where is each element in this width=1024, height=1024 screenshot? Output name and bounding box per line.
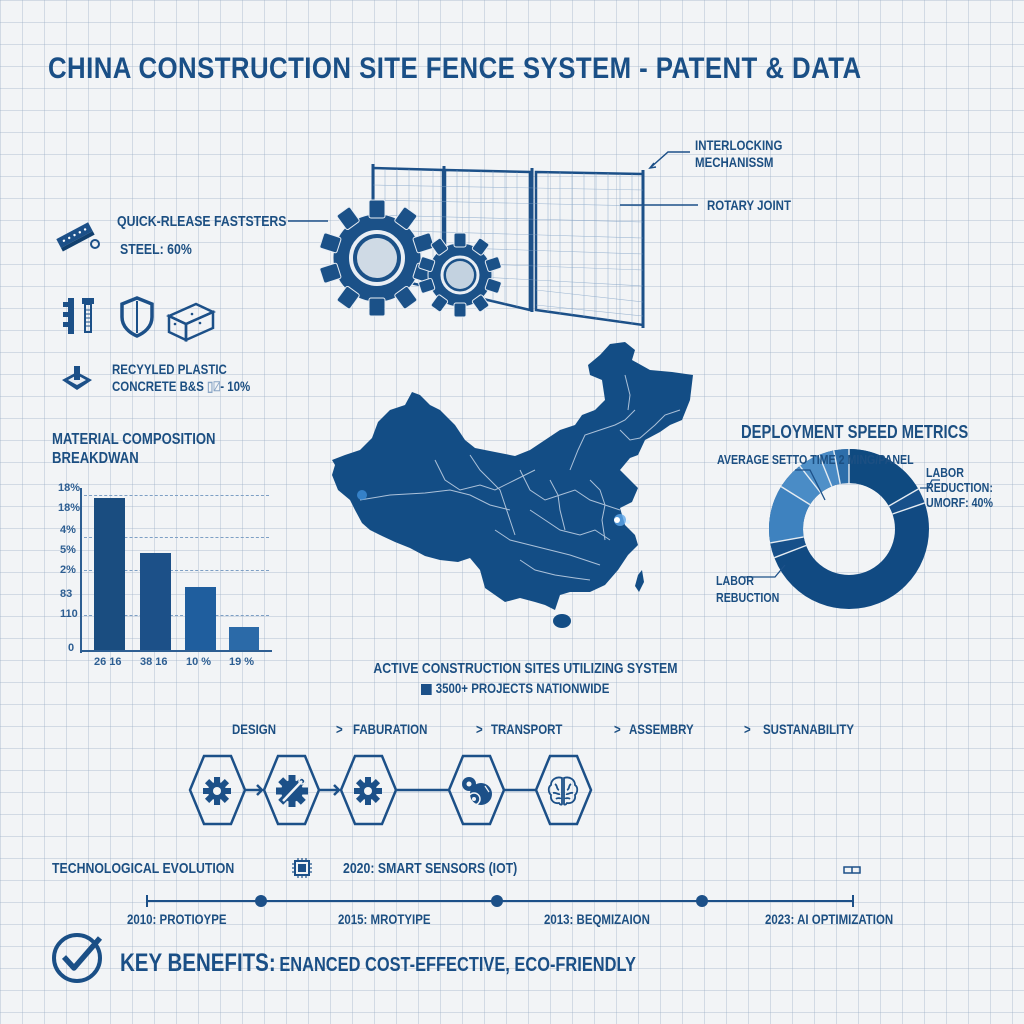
legend-swatch-icon <box>421 683 432 695</box>
timeline-event-2010: 2010: PROTIOYPE <box>127 911 227 927</box>
y-axis <box>80 488 82 653</box>
gear-icon <box>354 777 382 805</box>
y-tick: 5% <box>60 544 76 556</box>
recycled-material-label: RECYYLED PLASTIC CONCRETE B&S ▯⍁- 10% <box>112 361 250 395</box>
timeline-axis <box>146 895 854 907</box>
x-axis <box>80 650 272 652</box>
steel-percentage: STEEL: 60% <box>120 241 192 258</box>
grid-line <box>84 537 269 538</box>
step-separator: > <box>476 721 483 737</box>
bar-2 <box>140 553 171 650</box>
y-tick: 0 <box>68 642 75 654</box>
chip-icon <box>292 858 312 878</box>
y-tick: 110 <box>60 608 78 620</box>
timeline-event-2023: 2023: AI OPTIMIZATION <box>765 911 894 927</box>
interlocking-label-line1: INTERLOCKING <box>695 137 783 153</box>
bar-4 <box>229 627 259 650</box>
step-label-design: DESIGN <box>232 721 277 737</box>
y-tick: 4% <box>60 524 76 536</box>
map-caption-line1: ACTIVE CONSTRUCTION SITES UTILIZING SYST… <box>373 660 678 677</box>
step-separator: > <box>336 721 343 737</box>
bar-3 <box>185 587 216 650</box>
grid-line <box>84 615 269 616</box>
y-tick: 18% <box>58 502 81 514</box>
y-tick: 18% <box>58 482 81 494</box>
projects-count: 3500+ PROJECTS NATIONWIDE <box>421 680 609 696</box>
concrete-block-icon <box>166 302 217 342</box>
timeline-event-2015: 2015: MROTYIPE <box>338 911 431 927</box>
bolt-clamp-icon <box>63 298 94 334</box>
y-tick: 83 <box>60 588 73 600</box>
key-benefits: KEY BENEFITS: ENANCED COST-EFFECTIVE, EC… <box>120 949 636 978</box>
bar-chart-title-line1: MATERIAL COMPOSITION <box>52 431 216 448</box>
china-map <box>332 342 693 628</box>
step-separator: > <box>614 721 621 737</box>
gears-cluster-icon <box>462 777 492 806</box>
x-tick: 26 16 <box>94 656 122 668</box>
recycled-percentage: - 10% <box>220 378 251 394</box>
recycled-line2: CONCRETE B&S <box>112 378 204 394</box>
checkmark-circle-icon <box>52 933 103 983</box>
bar-chart: 18% 18% 4% 5% 2% 83 110 0 26 16 38 16 10… <box>40 478 280 668</box>
glitch-icon: ▯⍁ <box>207 378 221 394</box>
gear-wrench-icon <box>276 775 308 807</box>
step-label-transport: TRANSPORT <box>491 721 563 737</box>
fastener-bar-icon <box>56 222 100 252</box>
donut-leader-lines <box>744 469 940 578</box>
step-label-sustainability: SUSTANABILITY <box>763 721 854 737</box>
recycled-line1: RECYYLED PLASTIC <box>112 361 227 377</box>
key-benefits-label: KEY BENEFITS: <box>120 949 276 977</box>
callout-lines <box>288 151 698 222</box>
step-label-fabrication: FABURATION <box>353 721 428 737</box>
donut-chart-title: DEPLOYMENT SPEED METRICS <box>741 422 969 442</box>
grid-line <box>84 570 269 571</box>
brain-icon <box>547 776 579 806</box>
timeline-title: TECHNOLOGICAL EVOLUTION <box>52 860 235 877</box>
bar-chart-title-line2: BREAKDWAN <box>52 450 139 467</box>
x-tick: 19 % <box>229 656 255 668</box>
step-separator: > <box>744 721 751 737</box>
setup-time-annotation: AVERAGE SETTO TIME 2 MING/PANEL <box>717 452 914 467</box>
quick-release-label: QUICK-RLEASE FASTSTERS <box>117 213 287 230</box>
grid-line <box>84 495 269 496</box>
page-title: CHINA CONSTRUCTION SITE FENCE SYSTEM - P… <box>48 52 862 85</box>
labor-reduction-annotation: LABOR REDUCTION: UMORF: 40% <box>926 465 993 510</box>
x-tick: 38 16 <box>140 656 168 668</box>
timeline-event-2013: 2013: BEQMIZAION <box>544 911 650 927</box>
rotary-joint-label: ROTARY JOINT <box>707 197 791 213</box>
bar-1 <box>94 498 125 650</box>
bar-chart-title: MATERIAL COMPOSITION BREAKDWAN <box>52 430 216 468</box>
x-tick: 10 % <box>186 656 212 668</box>
labor-rebuction-annotation: LABOR REBUCTION <box>716 573 780 605</box>
interlocking-callout: INTERLOCKING MECHANISSM <box>695 137 782 171</box>
map-caption: ACTIVE CONSTRUCTION SITES UTILIZING SYST… <box>340 660 700 678</box>
projects-count-text: 3500+ PROJECTS NATIONWIDE <box>435 680 610 696</box>
y-tick: 2% <box>60 564 76 576</box>
donut-chart <box>769 449 929 609</box>
step-label-assembly: ASSEMBRY <box>629 721 694 737</box>
timeline-event-2020: 2020: SMART SENSORS (IOT) <box>343 860 518 877</box>
gear-icon <box>203 777 231 805</box>
base-plate-icon <box>62 366 92 390</box>
fence-gears-diagram <box>319 164 645 328</box>
interlocking-label-line2: MECHANISSM <box>695 154 774 170</box>
process-flow <box>188 754 593 826</box>
connector-icon <box>843 866 861 874</box>
key-benefits-text: ENANCED COST-EFFECTIVE, ECO-FRIENDLY <box>279 954 636 976</box>
shield-icon <box>120 296 154 338</box>
